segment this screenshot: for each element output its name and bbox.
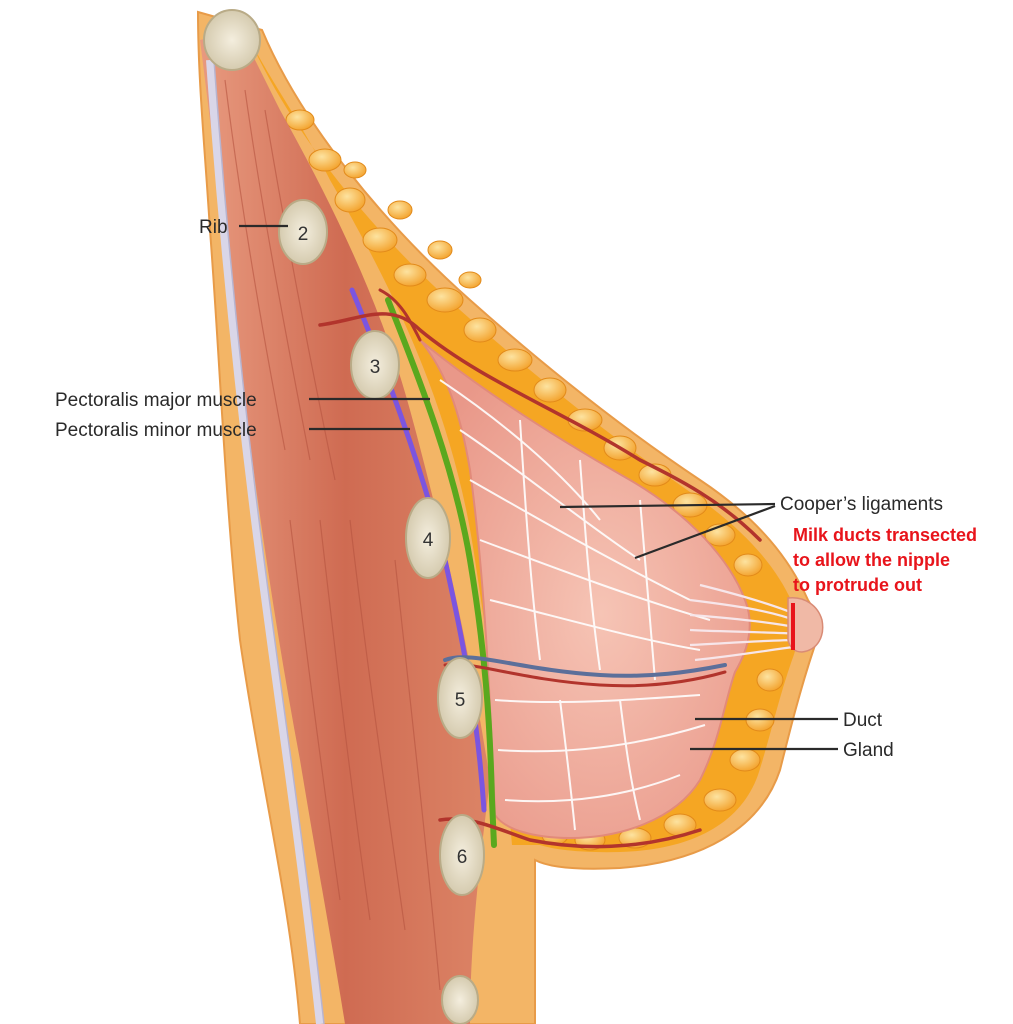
fascia-line (206, 59, 324, 1024)
fat-lobules (285, 109, 784, 851)
rib-5: 5 (437, 657, 483, 739)
rib-number-3: 3 (370, 357, 381, 378)
illustration: 2 3 4 5 6 (196, 9, 824, 1024)
leader-coopers-2 (634, 504, 776, 560)
label-gland: Gland (843, 740, 894, 761)
gland-lobule-lines (439, 379, 711, 831)
annotation-line-3: to protrude out (793, 575, 922, 595)
label-rib: Rib (199, 217, 228, 238)
labels: Rib Pectoralis major muscle Pectoralis m… (55, 217, 977, 761)
leader-coopers-1 (559, 502, 776, 509)
label-duct: Duct (843, 710, 883, 731)
label-pectoralis-major: Pectoralis major muscle (55, 390, 257, 411)
rib-number-6: 6 (457, 847, 468, 868)
mammary-gland (419, 339, 751, 840)
lower-rib-bone (441, 975, 479, 1024)
clavicle-bone (203, 9, 261, 71)
label-coopers-ligaments: Cooper’s ligaments (780, 494, 943, 515)
rib-4: 4 (405, 497, 451, 579)
annotation-line-2: to allow the nipple (793, 550, 950, 570)
green-fascia-line (385, 297, 497, 848)
rib-number-2: 2 (298, 224, 309, 245)
rib-2: 2 (278, 199, 328, 265)
rib-number-4: 4 (423, 530, 434, 551)
rib-6: 6 (439, 814, 485, 896)
annotation-line-1: Milk ducts transected (793, 525, 977, 545)
rib-number-5: 5 (455, 690, 466, 711)
label-pectoralis-minor: Pectoralis minor muscle (55, 420, 257, 441)
rib-3: 3 (350, 330, 400, 400)
chest-wall-muscle (200, 30, 490, 1024)
ribs: 2 3 4 5 6 (203, 9, 485, 1024)
